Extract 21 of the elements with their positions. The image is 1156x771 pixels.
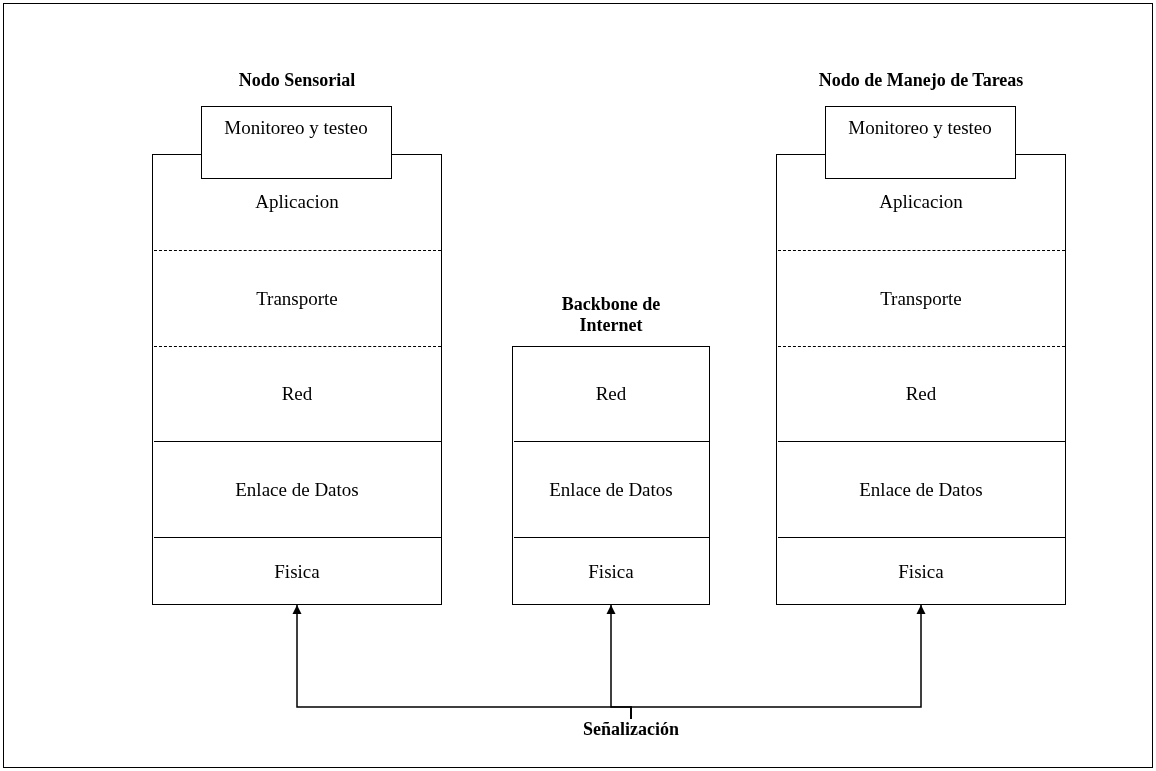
protocol-layer: Fisica bbox=[153, 537, 441, 605]
monitoring-box: Monitoreo y testeo bbox=[200, 106, 392, 179]
protocol-layer: Red bbox=[153, 346, 441, 441]
protocol-layer: Transporte bbox=[777, 250, 1065, 346]
arrow bbox=[630, 604, 926, 720]
signaling-label: Señalización bbox=[541, 719, 721, 743]
protocol-layer: Red bbox=[513, 346, 709, 441]
protocol-layer: Enlace de Datos bbox=[513, 441, 709, 537]
stack-heading: Nodo Sensorial bbox=[237, 70, 357, 91]
stack-heading: Backbone de Internet bbox=[560, 294, 662, 336]
protocol-stack bbox=[152, 70, 442, 605]
protocol-layer: Enlace de Datos bbox=[777, 441, 1065, 537]
protocol-layer: Red bbox=[777, 346, 1065, 441]
protocol-layer: Fisica bbox=[777, 537, 1065, 605]
protocol-layer: Transporte bbox=[153, 250, 441, 346]
protocol-layer: Fisica bbox=[513, 537, 709, 605]
stack-heading: Nodo de Manejo de Tareas bbox=[817, 70, 1025, 91]
monitoring-box: Monitoreo y testeo bbox=[824, 106, 1016, 179]
protocol-stack bbox=[776, 70, 1066, 605]
protocol-stack bbox=[512, 294, 710, 605]
protocol-layer: Enlace de Datos bbox=[153, 441, 441, 537]
